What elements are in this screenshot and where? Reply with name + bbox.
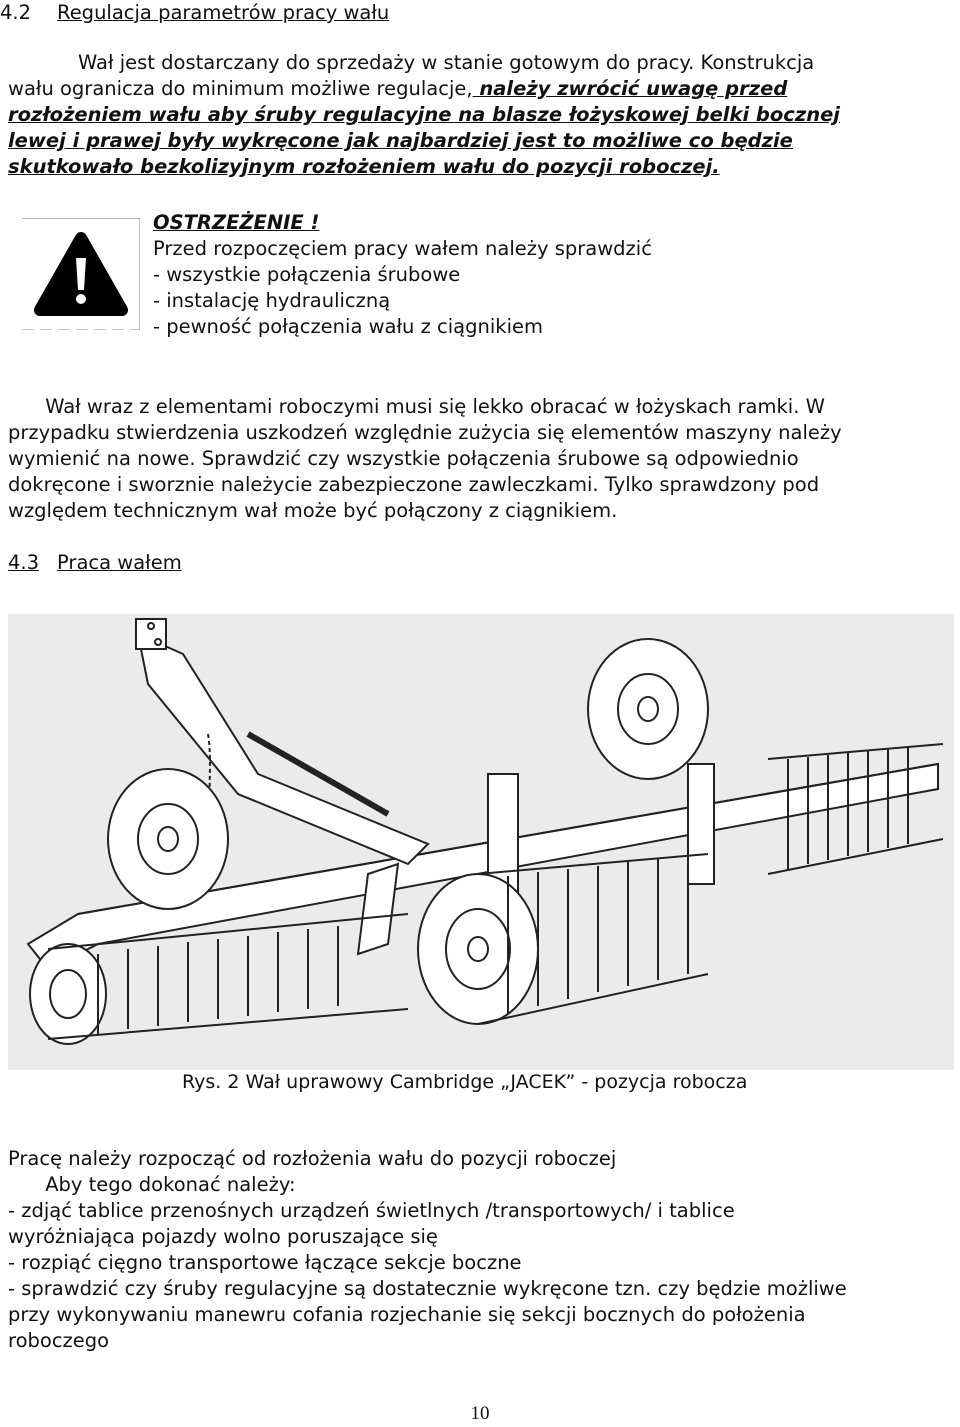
section-number: 4.3 <box>8 551 40 574</box>
paragraph-line: Wał jest dostarczany do sprzedaży w stan… <box>78 51 815 74</box>
warning-title: OSTRZEŻENIE ! <box>153 211 320 234</box>
warning-line: - pewność połączenia wału z ciągnikiem <box>153 315 543 338</box>
warning-line: - wszystkie połączenia śrubowe <box>153 263 461 286</box>
warning-line: Przed rozpoczęciem pracy wałem należy sp… <box>153 237 652 260</box>
list-item: - rozpiąć cięgno transportowe łączące se… <box>8 1251 522 1274</box>
paragraph-line: wymienić na nowe. Sprawdzić czy wszystki… <box>8 447 799 470</box>
paragraph-line: wału ogranicza do minimum możliwe regula… <box>8 76 787 102</box>
roller-illustration <box>8 614 954 1070</box>
paragraph-line: dokręcone i sworznie należycie zabezpiec… <box>8 473 820 496</box>
section-title: Praca wałem <box>57 551 182 574</box>
section-title: Regulacja parametrów pracy wału <box>57 1 390 24</box>
page-number: 10 <box>470 1403 490 1424</box>
list-item: wyróżniająca pojazdy wolno poruszające s… <box>8 1225 438 1248</box>
warning-text: OSTRZEŻENIE ! Przed rozpoczęciem pracy w… <box>153 210 652 340</box>
paragraph-line: Pracę należy rozpocząć od rozłożenia wał… <box>8 1147 617 1170</box>
list-item: przy wykonywaniu manewru cofania rozjech… <box>8 1303 806 1326</box>
paragraph-line: Wał wraz z elementami roboczymi musi się… <box>8 395 825 418</box>
paragraph-line: przypadku stwierdzenia uszkodzeń względn… <box>8 421 842 444</box>
paragraph-line: względem technicznym wał może być połącz… <box>8 499 618 522</box>
paragraph-text: wału ogranicza do minimum możliwe regula… <box>8 77 473 100</box>
warning-line: - instalację hydrauliczną <box>153 289 391 312</box>
emphasis-line: rozłożeniem wału aby śruby regulacyjne n… <box>8 103 840 126</box>
list-item: - sprawdzić czy śruby regulacyjne są dos… <box>8 1277 847 1300</box>
section-heading-4-2: 4.2 Regulacja parametrów pracy wału <box>0 0 389 26</box>
emphasis-line: lewej i prawej były wykręcone jak najbar… <box>8 129 793 152</box>
list-item: roboczego <box>8 1329 110 1352</box>
section-number: 4.2 <box>0 1 32 24</box>
warning-icon <box>22 217 141 331</box>
emphasis-line: skutkowało bezkolizyjnym rozłożeniem wał… <box>8 155 720 178</box>
section-heading-4-3: 4.3 Praca wałem <box>8 550 182 576</box>
operation-instructions: Pracę należy rozpocząć od rozłożenia wał… <box>8 1146 847 1354</box>
figure-caption: Rys. 2 Wał uprawowy Cambridge „JACEK” - … <box>182 1071 748 1093</box>
emphasis-text: należy zwrócić uwagę przed <box>472 77 788 100</box>
list-item: - zdjąć tablice przenośnych urządzeń świ… <box>8 1199 735 1222</box>
paragraph-line: Aby tego dokonać należy: <box>8 1173 296 1196</box>
